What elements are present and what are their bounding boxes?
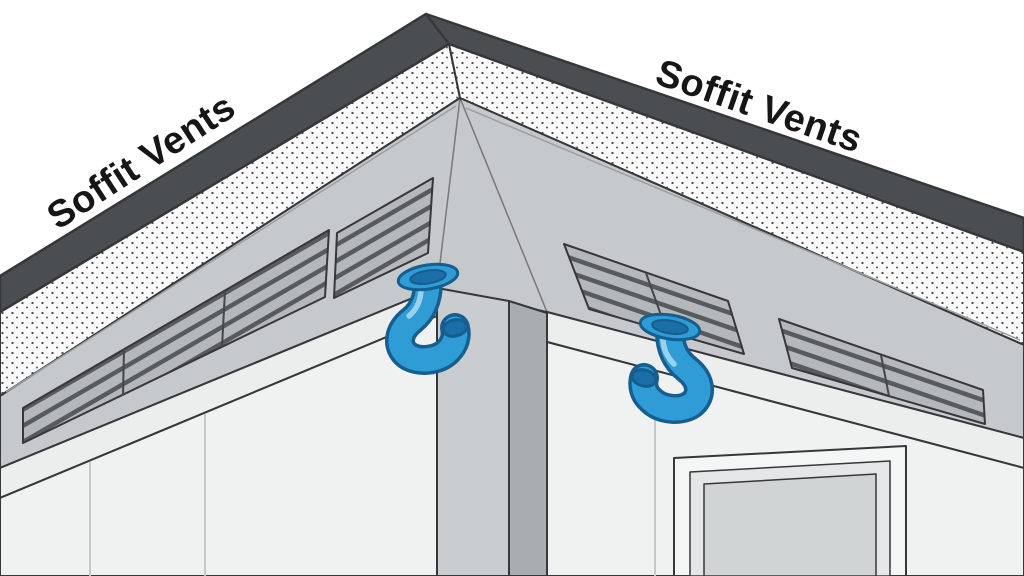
door-frame: [673, 445, 907, 576]
vent-panel: [22, 229, 330, 444]
roof-fascia-right: [424, 12, 1024, 254]
vent-panel-divider: [221, 290, 226, 348]
pipe-flange-hole: [651, 318, 689, 336]
pipe-opening: [441, 318, 469, 338]
vent-panel: [778, 318, 986, 425]
roof-fascia: [0, 12, 1024, 314]
vent-panel: [333, 177, 434, 299]
pipe-highlight: [660, 335, 677, 367]
vent-panel-divider: [122, 348, 125, 396]
pipe-tube: [631, 320, 711, 421]
pipe-tube: [388, 270, 468, 372]
corner-column-side: [508, 300, 548, 576]
airflow-vent-pipe-right-icon: [628, 312, 714, 424]
soffit-trim-line-left: [5, 105, 457, 393]
soffit-corner-seam-right: [459, 97, 548, 313]
exterior-wall-left: [0, 315, 438, 576]
wall-left-panel: [0, 315, 438, 576]
door-opening: [703, 473, 877, 576]
vent-panel-divider: [880, 354, 890, 397]
soffit-corner-seam-left: [436, 97, 461, 289]
airflow-vent-pipe-left-icon: [385, 262, 471, 375]
pipe-opening: [630, 368, 658, 388]
soffit-trim-line-right: [465, 107, 1021, 341]
pipe-flange-hole: [409, 268, 447, 286]
pipe-highlight: [406, 285, 424, 319]
soffit-vent-panels-left: [22, 177, 434, 444]
